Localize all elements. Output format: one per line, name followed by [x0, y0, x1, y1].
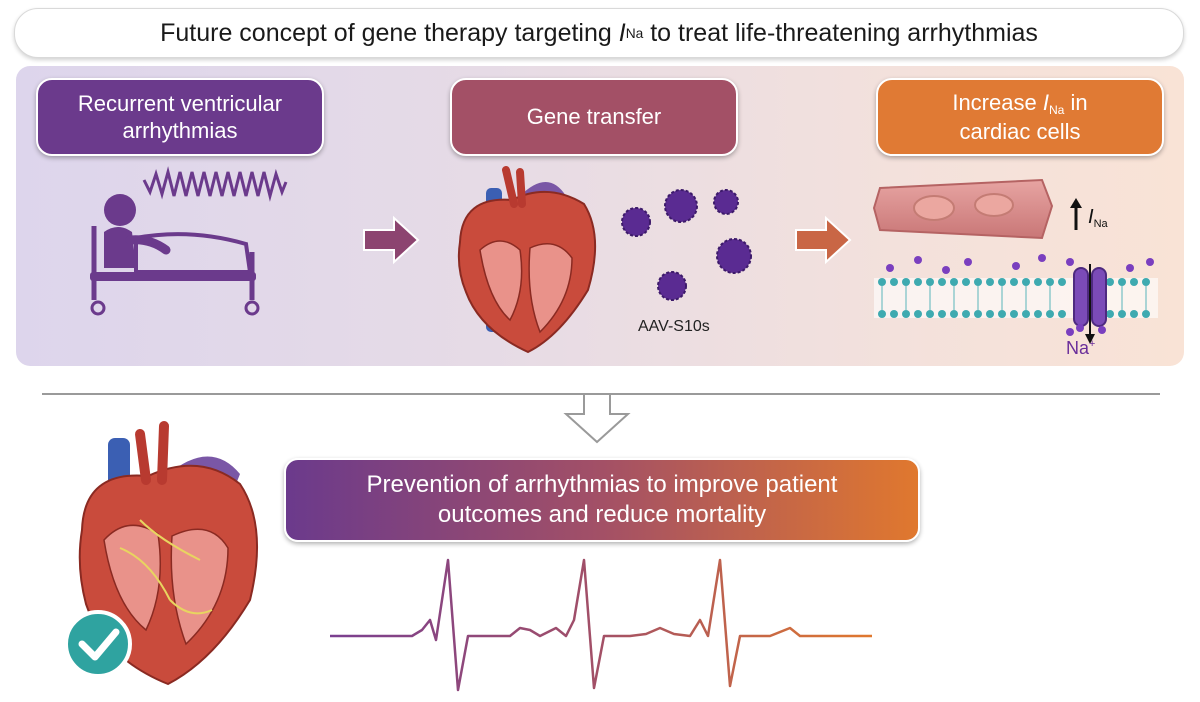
- vector-label: AAV-S10s: [638, 318, 710, 335]
- down-arrow-icon: [563, 393, 631, 444]
- step-1-line-1: Recurrent ventricular: [77, 90, 283, 116]
- virus-particle-icon: [621, 189, 752, 301]
- step-gene-transfer: Gene transfer: [450, 78, 738, 156]
- step-3-symbol: I: [1042, 89, 1049, 115]
- step-2-line-1: Gene transfer: [526, 104, 662, 130]
- sodium-channel-icon: [1073, 264, 1107, 344]
- sodium-ion-text: Na: [1066, 338, 1090, 358]
- checkmark-icon: [64, 610, 132, 678]
- cardiomyocyte-icon: [872, 178, 1054, 240]
- step-3-sub: Na: [1048, 102, 1065, 117]
- step-3-prefix: Increase: [952, 89, 1043, 115]
- step-3-suffix: in: [1064, 89, 1088, 115]
- page-title: Future concept of gene therapy targeting…: [14, 8, 1184, 58]
- sodium-ion-dots: [886, 254, 1154, 336]
- step-3-line-2: cardiac cells: [959, 118, 1081, 144]
- step-increase-ina: Increase INa in cardiac cells: [876, 78, 1164, 156]
- title-current-sub: Na: [625, 25, 644, 41]
- step-1-line-2: arrhythmias: [122, 118, 238, 143]
- outcome-line-1: Prevention of arrhythmias to improve pat…: [366, 471, 838, 498]
- cell-membrane: [874, 278, 1158, 318]
- step-recurrent-arrhythmias: Recurrent ventricular arrhythmias: [36, 78, 324, 156]
- title-suffix: to treat life-threatening arrhythmias: [650, 18, 1038, 47]
- arrow-right-icon-1: [363, 215, 420, 265]
- ina-symbol: I: [1088, 206, 1094, 228]
- ecg-trace-icon: [330, 558, 872, 692]
- title-current-symbol: I: [618, 18, 626, 47]
- outcome-line-2: outcomes and reduce mortality: [437, 501, 767, 528]
- arrow-right-icon-2: [795, 215, 852, 265]
- ina-sub: Na: [1093, 217, 1108, 230]
- sodium-ion-label: Na+: [1066, 338, 1095, 359]
- arrhythmia-wave-icon: [142, 166, 288, 202]
- section-divider: [42, 393, 1160, 395]
- up-arrow-icon: [1070, 198, 1082, 230]
- patient-bed-icon: [90, 194, 260, 316]
- ina-label: INa: [1088, 206, 1108, 230]
- outcome-box: Prevention of arrhythmias to improve pat…: [284, 458, 920, 542]
- heart-icon: [457, 166, 597, 354]
- sodium-ion-charge: +: [1089, 338, 1096, 350]
- title-prefix: Future concept of gene therapy targeting: [160, 18, 612, 47]
